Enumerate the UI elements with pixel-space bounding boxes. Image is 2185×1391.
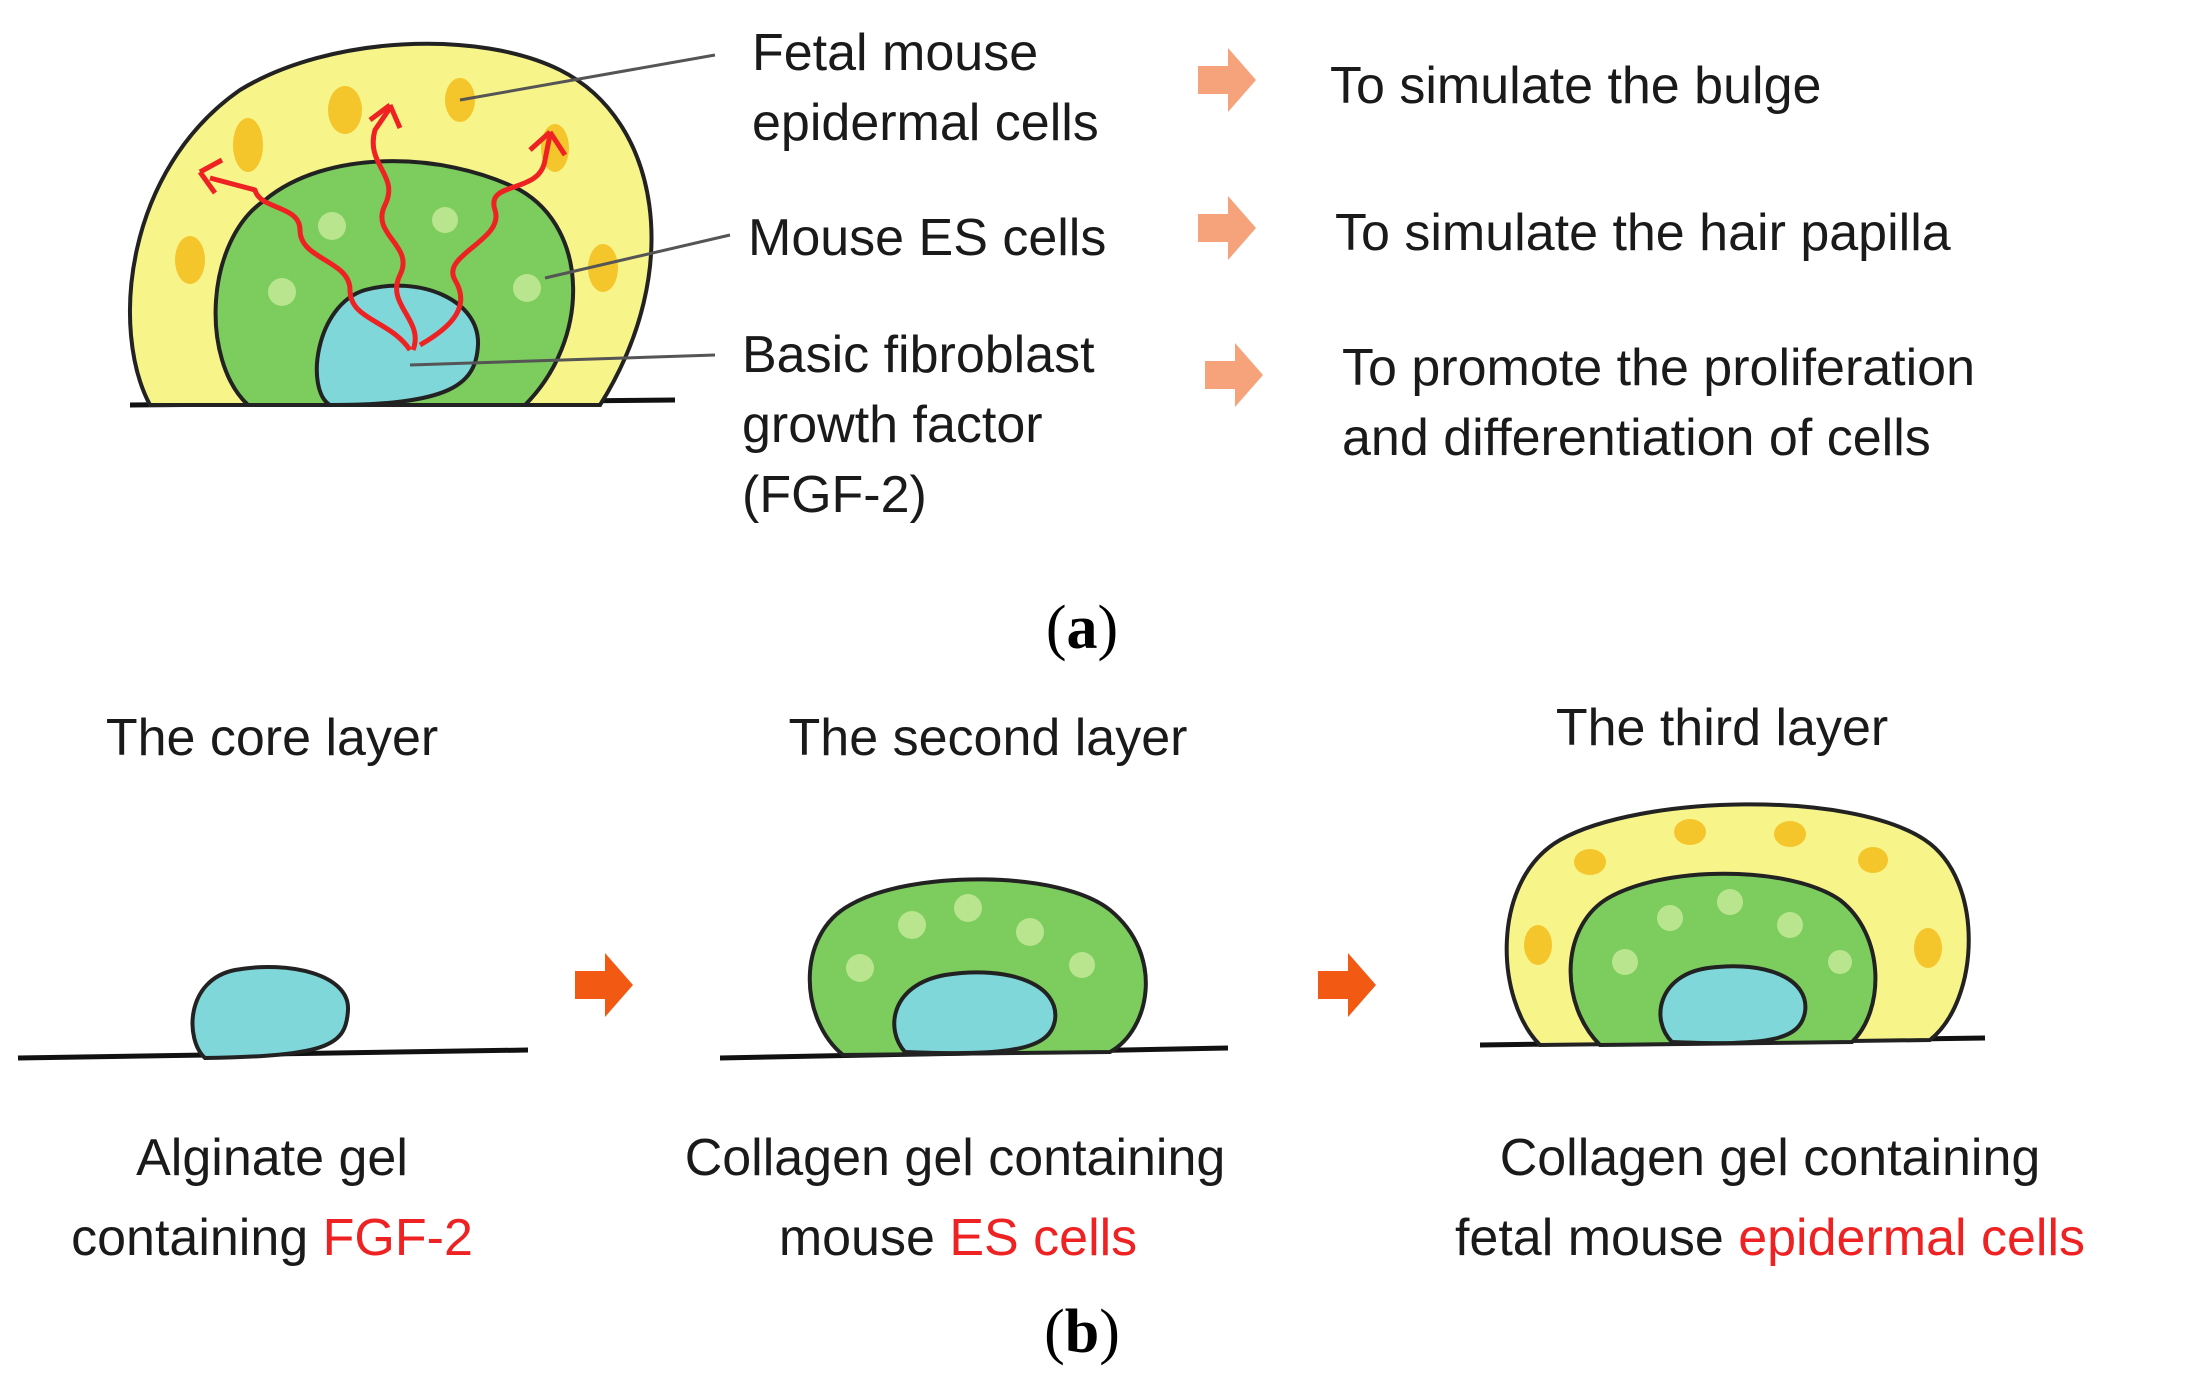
third-core [1658, 964, 1808, 1046]
panel-a-labels: Fetal mouse epidermal cells Mouse ES cel… [742, 24, 1975, 524]
purpose-bulge: To simulate the bulge [1330, 57, 1821, 115]
step-third-desc-line1: Collagen gel containing [1500, 1129, 2041, 1187]
arrow-a-2 [1198, 196, 1256, 260]
purpose-papilla: To simulate the hair papilla [1335, 204, 1951, 262]
fgf2-signal-arrows [197, 103, 568, 352]
step-core-desc-line2: containing FGF-2 [71, 1209, 473, 1267]
purpose-proliferation-line2: and differentiation of cells [1342, 409, 1931, 467]
second-core [892, 970, 1058, 1056]
step-third-desc-line2: fetal mouse epidermal cells [1455, 1209, 2085, 1267]
panel-a-label: (a) [1046, 594, 1118, 662]
label-fgf-line1: Basic fibroblast [742, 326, 1095, 384]
second-es-layer [807, 877, 1148, 1058]
step-third-title: The third layer [1556, 699, 1888, 757]
leader-line-1 [459, 53, 716, 102]
second-es-dots [846, 894, 1095, 982]
step-second-layer: The second layer Collagen gel containing… [685, 709, 1229, 1267]
step-second-desc-line1: Collagen gel containing [685, 1129, 1226, 1187]
step-second-desc-line2: mouse ES cells [779, 1209, 1137, 1267]
arrow-a-3 [1205, 343, 1263, 407]
arrow-b-1 [575, 953, 633, 1017]
es-cell-dots [268, 207, 541, 306]
third-epidermal-dots [1524, 819, 1942, 968]
panel-b-label: (b) [1044, 1298, 1120, 1366]
panel-a-diagram [128, 41, 731, 408]
label-es-cells: Mouse ES cells [748, 209, 1106, 267]
label-fgf-line2: growth factor [742, 396, 1043, 454]
leader-line-3 [409, 353, 716, 367]
step-core-layer: The core layer Alginate gel containing F… [17, 709, 529, 1267]
purpose-proliferation-line1: To promote the proliferation [1342, 339, 1975, 397]
fgf2-core [314, 283, 481, 408]
label-fgf-line3: (FGF-2) [742, 466, 927, 524]
label-fetal-line1: Fetal mouse [752, 24, 1038, 82]
arrow-b-2 [1318, 953, 1376, 1017]
step-third-layer: The third layer Collagen gel containing … [1455, 699, 2085, 1267]
step-core-desc-line1: Alginate gel [136, 1129, 408, 1187]
core-droplet [190, 965, 351, 1061]
third-es-dots [1612, 889, 1852, 975]
step-core-title: The core layer [106, 709, 438, 767]
label-fetal-line2: epidermal cells [752, 94, 1099, 152]
arrow-a-1 [1198, 48, 1256, 112]
leader-line-2 [544, 233, 731, 280]
step-second-title: The second layer [789, 709, 1188, 767]
middle-es-layer [213, 159, 576, 407]
